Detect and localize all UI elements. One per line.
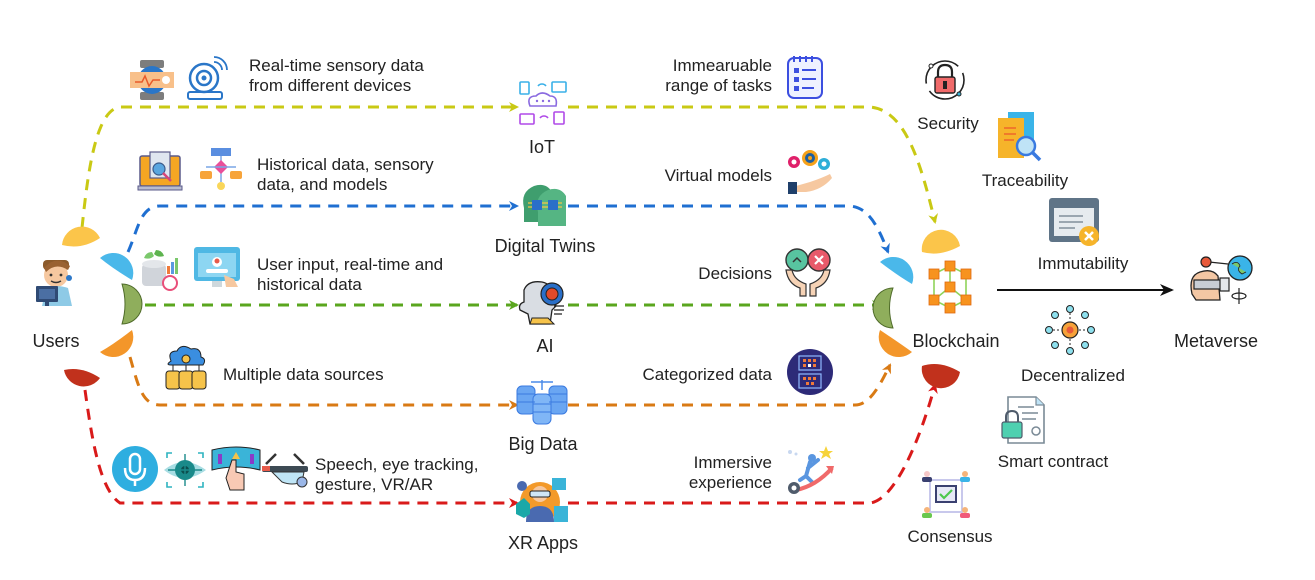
microphone-icon	[112, 446, 158, 492]
decentralized-network-icon	[1045, 305, 1095, 355]
task-list-icon	[787, 56, 823, 99]
petal-green-right	[872, 287, 894, 329]
input-label-big-data: Multiple data sources	[223, 365, 384, 384]
monitor-user-icon	[194, 247, 240, 287]
gears-hand-icon	[788, 150, 832, 194]
wireless-sensor-icon	[187, 56, 228, 100]
ar-glasses-icon	[262, 453, 308, 488]
channel-paths	[80, 102, 938, 508]
output-label-iot: Immearuable range of tasks	[665, 56, 772, 95]
petal-orange-right	[878, 330, 912, 358]
hands-decision-icon	[785, 248, 831, 297]
input-label-xr-apps: Speech, eye tracking, gesture, VR/AR	[315, 455, 479, 494]
eye-tracking-icon	[164, 452, 206, 488]
path-iot-out	[568, 105, 938, 224]
input-label-digital-twins: Historical data, sensory data, and model…	[257, 155, 434, 194]
node-digital-twins-label: Digital Twins	[494, 236, 596, 256]
cloud-databases-icon	[165, 345, 207, 390]
node-ai-label: AI	[536, 336, 554, 356]
petal-orange	[100, 330, 134, 358]
petal-green	[121, 283, 143, 325]
ai-head-gear-icon	[518, 281, 564, 325]
path-xr-out	[568, 383, 938, 505]
blockchain-label: Blockchain	[912, 331, 1000, 351]
path-dt-out	[568, 204, 890, 254]
output-label-ai: Decisions	[698, 264, 772, 283]
path-dt-in	[126, 201, 519, 253]
path-bd-in	[128, 356, 519, 410]
user-at-computer-icon	[36, 260, 72, 306]
petal-red	[64, 369, 100, 387]
petal-blue	[100, 252, 134, 280]
node-big-data-label: Big Data	[508, 434, 578, 454]
input-label-iot: Real-time sensory data from different de…	[249, 56, 424, 95]
gesture-screen-icon	[211, 446, 261, 491]
input-label-ai: User input, real-time and historical dat…	[257, 255, 444, 294]
padlock-icon	[925, 60, 965, 100]
feature-immutability-label: Immutability	[1037, 254, 1129, 273]
twin-heads-chip-icon	[523, 184, 566, 226]
users-petals	[62, 226, 143, 387]
feature-consensus-label: Consensus	[907, 527, 993, 546]
users-label: Users	[32, 331, 80, 351]
metaverse-label: Metaverse	[1173, 331, 1259, 351]
document-search-icon	[998, 112, 1042, 162]
locked-window-icon	[1049, 198, 1099, 246]
data-growth-icon	[142, 250, 178, 291]
petal-yellow-right	[921, 229, 960, 254]
smart-contract-icon	[1001, 396, 1045, 444]
xr-user-headset-icon	[516, 478, 568, 522]
feature-security-label: Security	[917, 114, 979, 133]
climbing-success-icon	[788, 446, 834, 494]
smartwatch-icon	[130, 60, 174, 100]
consensus-icon	[922, 471, 970, 518]
flowchart-icon	[200, 148, 242, 190]
path-iot-in	[80, 102, 519, 229]
categorized-data-icon	[787, 349, 833, 395]
database-cluster-icon	[516, 380, 568, 425]
vr-headset-globe-icon	[1190, 255, 1253, 304]
output-label-xr-apps: Immersive experience	[688, 453, 772, 492]
feature-decentralized-label: Decentralized	[1021, 366, 1125, 385]
laptop-analysis-icon	[137, 151, 183, 191]
blockchain-network-icon	[928, 260, 972, 314]
node-iot-label: IoT	[528, 137, 556, 157]
petal-yellow	[62, 226, 100, 247]
output-label-big-data: Categorized data	[642, 365, 772, 384]
path-xr-in	[83, 389, 519, 508]
petal-blue-right	[880, 256, 914, 284]
petal-red-right	[921, 364, 960, 389]
path-bd-out	[568, 363, 892, 407]
iot-cloud-devices-icon	[519, 81, 567, 125]
output-label-digital-twins: Virtual models	[664, 166, 772, 185]
feature-smart-contract-label: Smart contract	[997, 452, 1109, 471]
blockchain-petals	[872, 229, 960, 389]
node-xr-apps-label: XR Apps	[507, 533, 579, 553]
feature-traceability-label: Traceability	[981, 171, 1069, 190]
